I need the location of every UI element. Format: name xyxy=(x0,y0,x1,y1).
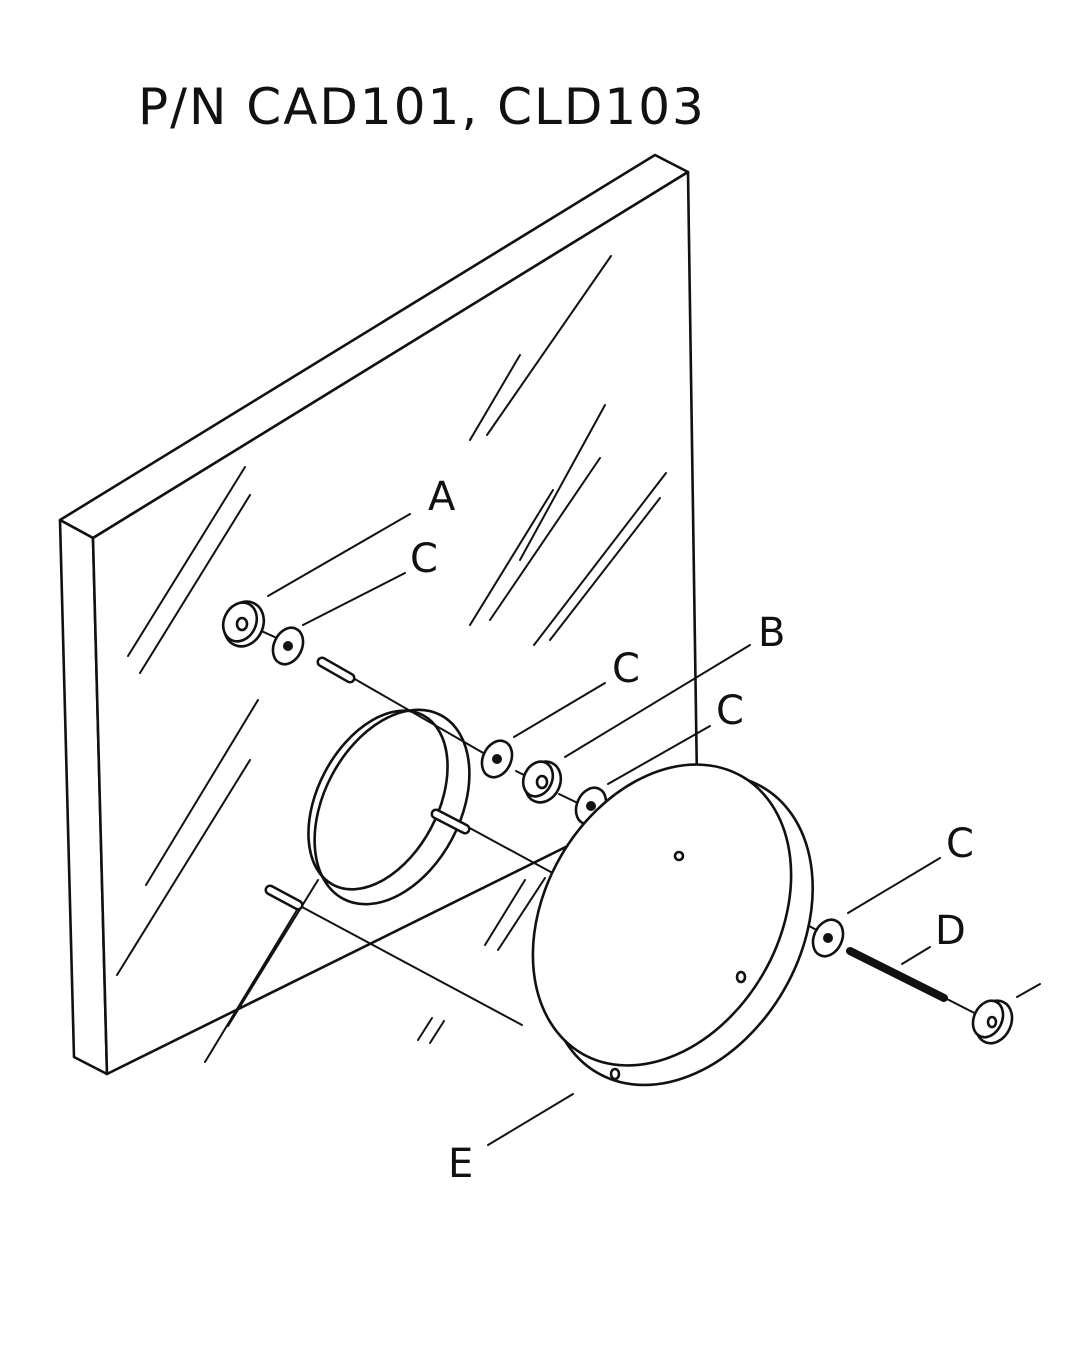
leader-c-middle xyxy=(513,682,606,738)
label-a: A xyxy=(428,474,456,520)
label-b: B xyxy=(758,610,785,656)
label-c-lower: C xyxy=(946,821,974,867)
label-c-top: C xyxy=(410,536,438,582)
diagram-title: P/N CAD101, CLD103 xyxy=(138,78,706,136)
threaded-rod-d xyxy=(846,947,948,1002)
end-cap xyxy=(971,999,1014,1045)
glass-reflection-lines xyxy=(116,255,667,1063)
leader-b xyxy=(564,644,751,758)
label-e: E xyxy=(448,1141,473,1187)
leader-c-top xyxy=(302,572,406,626)
round-mirror-e xyxy=(531,763,814,1087)
washer-c-lower-right xyxy=(811,918,845,958)
leader-c-lower xyxy=(847,857,941,914)
washer-c-top-left xyxy=(271,626,305,666)
threaded-pin-middle xyxy=(430,808,471,835)
label-c-right: C xyxy=(716,688,744,734)
glass-panel xyxy=(58,153,699,1076)
callout-labels: A C C B C C D E xyxy=(410,474,974,1187)
threaded-pin-lower xyxy=(264,884,304,911)
cap-a xyxy=(221,600,266,648)
leader-e xyxy=(487,1093,574,1146)
leader-end-cap xyxy=(1016,983,1041,998)
leader-d xyxy=(901,946,931,965)
cap-b xyxy=(521,760,563,804)
small-glass-disk xyxy=(307,708,471,906)
threaded-pin-top xyxy=(316,656,356,684)
leader-c-right xyxy=(607,725,711,785)
callout-leaders xyxy=(267,513,1041,1146)
label-d: D xyxy=(935,908,966,954)
leader-a xyxy=(267,513,411,597)
washer-c-middle xyxy=(480,739,514,779)
label-c-middle: C xyxy=(612,646,640,692)
